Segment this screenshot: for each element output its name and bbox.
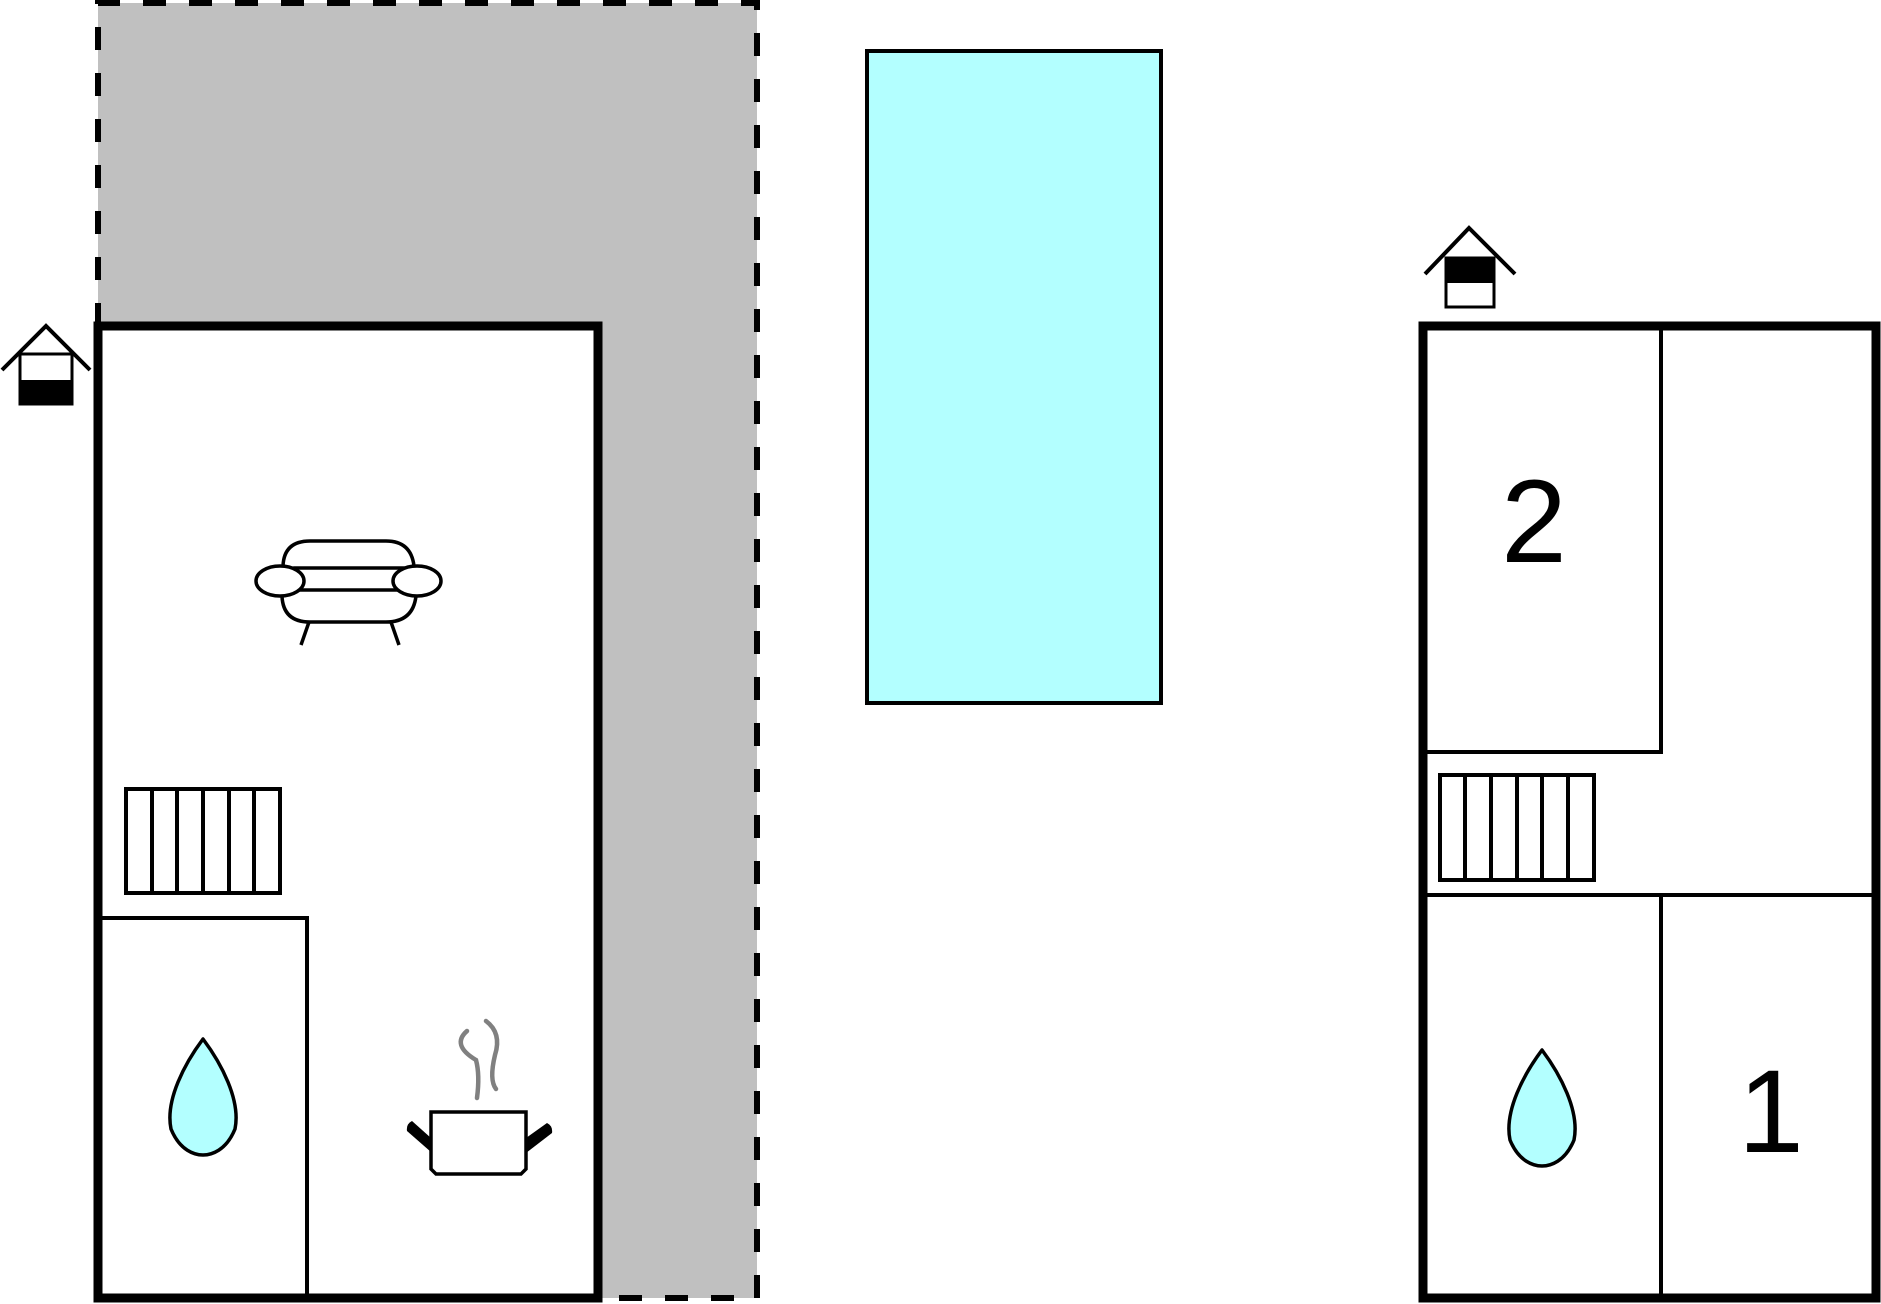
- bedroom-2-wall: [1423, 326, 1663, 754]
- upper-floor: 2 1: [1418, 225, 1881, 1303]
- water-drop-icon: [1507, 1048, 1577, 1168]
- ground-floor: [0, 321, 603, 1303]
- swimming-pool: [865, 49, 1163, 705]
- stairs-icon: [1438, 773, 1596, 882]
- bathroom-wall: [98, 916, 309, 1298]
- terrace: [95, 0, 760, 1301]
- sofa-icon: [254, 539, 443, 646]
- house-ground-floor-icon: [0, 323, 92, 406]
- house-upper-floor-icon: [1423, 225, 1517, 309]
- water-drop-icon: [168, 1037, 238, 1157]
- bedroom-2-label: 2: [1501, 456, 1567, 588]
- bedroom-1-label: 1: [1738, 1046, 1804, 1178]
- stairs-icon: [124, 787, 282, 895]
- cooking-pot-icon: [406, 1018, 553, 1176]
